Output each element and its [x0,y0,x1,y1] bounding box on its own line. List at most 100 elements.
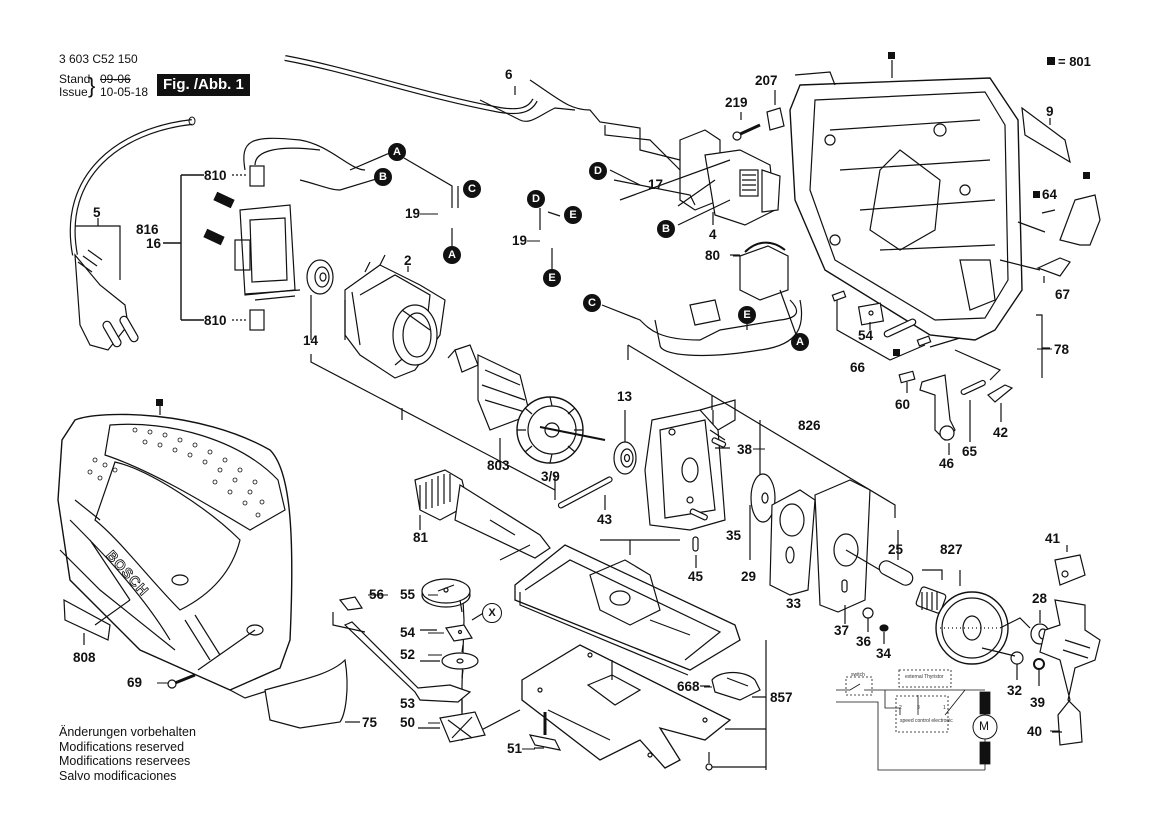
field-stator [344,254,446,379]
connector-badge-e: E [564,206,582,224]
old-date: 09-06 [100,72,131,86]
issue-label: Issue [59,85,88,99]
figure-label: Fig. /Abb. 1 [157,74,250,96]
connector-badge-c: C [583,294,601,312]
part-label: 810 [204,313,227,328]
part-label: 816 [136,222,159,237]
part-label: 29 [741,569,757,584]
part-label: 826 [798,418,821,433]
part-label: 13 [617,389,633,404]
part-label: 81 [413,530,429,545]
part-label: 810 [204,168,227,183]
bearing-13 [613,441,637,475]
square-marker-icon [893,349,900,356]
bearing-14 [306,259,334,295]
stand-label: Stand [59,72,91,86]
switch [679,129,781,226]
part-label: 219 [725,95,748,110]
part-label: 28 [1032,591,1048,606]
part-label: 668 [677,679,700,694]
part-marker-801 [893,345,902,360]
part-marker-801 [1083,168,1092,183]
part-label: 19 [405,206,421,221]
part-label: 66 [850,360,866,375]
part-label: 80 [705,248,721,263]
part-label: 808 [73,650,96,665]
power-cord [69,116,196,351]
part-label: 52 [400,647,416,662]
part-label: 54 [858,328,874,343]
connector-badge-b: B [657,220,675,238]
motor-housing [789,71,1023,341]
part-label: 9 [1046,104,1054,119]
callout-5 [75,218,121,280]
connector-badge-a: A [388,143,406,161]
connector-badge-x: X [482,603,502,623]
part-label: 827 [940,542,963,557]
part-label: 38 [737,442,753,457]
guide-plate [814,479,871,613]
part-marker-801 [888,48,897,63]
part-label: 207 [755,73,778,88]
schematic-motor-label: M [979,719,989,733]
part-label: 54 [400,625,416,640]
part-label: 50 [400,715,416,730]
part-label: 53 [400,696,416,711]
lever-assembly [1010,554,1101,746]
connector-badge-a: A [443,246,461,264]
plate-33 [769,489,816,596]
brace: } [88,73,96,98]
part-label: 19 [512,233,528,248]
part-label: 803 [487,458,510,473]
part-label: 4 [709,227,717,242]
connector-badge-d: D [589,162,607,180]
part-label: 69 [127,675,143,690]
part-label: 67 [1055,287,1071,302]
schematic-electronic-label: speed control electronic [900,718,953,724]
legend: = 801 [1047,54,1091,69]
part-label-64: 64 [1042,187,1058,202]
part-label: 56 [369,587,385,602]
part-label: 55 [400,587,416,602]
note-fr: Modifications reservees [59,754,191,768]
part-label: 35 [726,528,742,543]
legend-text: = 801 [1058,54,1091,69]
part-label: 16 [146,236,162,251]
issue-date: 10-05-18 [100,85,149,99]
part-label: 3/9 [541,469,560,484]
part-label: 14 [303,333,319,348]
schematic-terminal: 2 [899,705,902,711]
connector-badge-d: D [527,190,545,208]
square-marker-icon [1083,172,1090,179]
part-label: 51 [507,741,523,756]
connector-badge-e: E [738,306,756,324]
square-marker-icon [1047,57,1055,65]
part-label: 2 [404,253,412,268]
part-label: 39 [1030,695,1046,710]
part-label: 41 [1045,531,1061,546]
part-label: 5 [93,205,101,220]
part-label: 40 [1027,724,1043,739]
gear-housing [644,399,736,531]
connector-badge-a: A [791,333,809,351]
gear-827 [915,586,1009,665]
brush-holder [203,137,366,331]
part-label: 36 [856,634,872,649]
square-marker-icon [888,52,895,59]
part-label: 33 [786,596,802,611]
part-label: 65 [962,444,978,459]
part-label: 46 [939,456,955,471]
square-marker-icon [1033,191,1040,198]
base-foot [514,544,741,676]
part-label: 75 [362,715,378,730]
document-number: 3 603 C52 150 [59,52,138,66]
part-label: 857 [770,690,793,705]
part-label: 25 [888,542,904,557]
connector-badge-e: E [543,269,561,287]
square-marker-icon [156,399,163,406]
part-label: 45 [688,569,704,584]
note-es: Salvo modificaciones [59,768,177,783]
schematic-terminal: 1 [943,705,946,711]
